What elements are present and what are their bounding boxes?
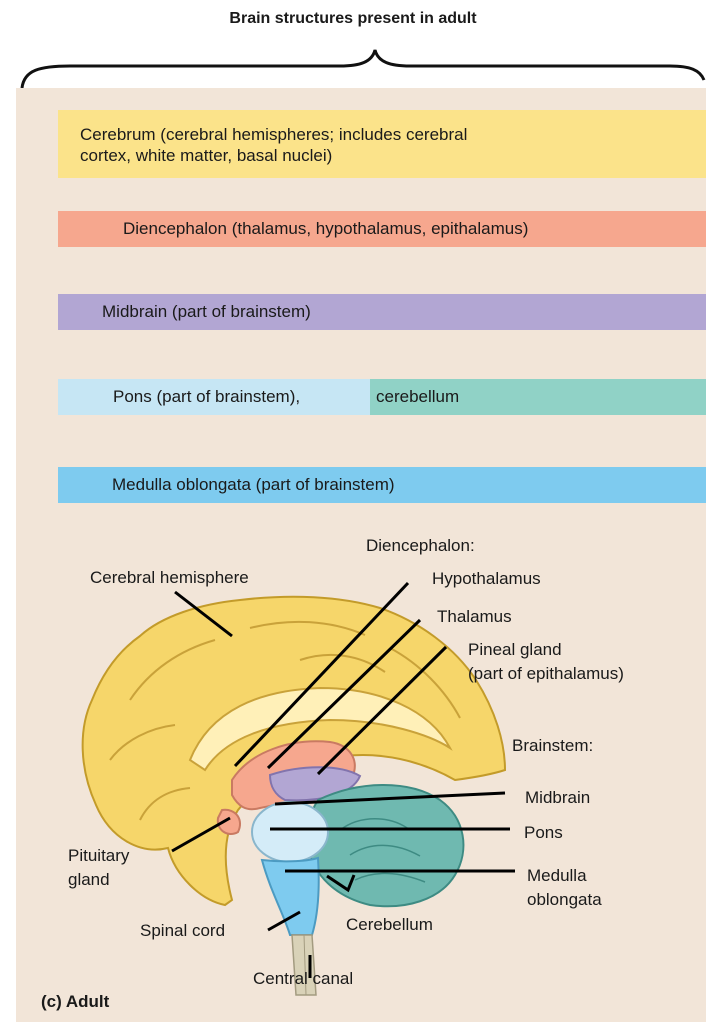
label-thalamus: Thalamus [437, 606, 512, 627]
label-pineal-line1: Pineal gland [468, 639, 562, 660]
pons-shape [252, 802, 328, 862]
label-central-canal: Central canal [253, 968, 353, 989]
label-pons: Pons [524, 822, 563, 843]
label-medulla-line1: Medulla [527, 865, 587, 886]
label-pineal-line2: (part of epithalamus) [468, 663, 624, 684]
label-brainstem-heading: Brainstem: [512, 735, 593, 756]
label-pituitary-line2: gland [68, 869, 110, 890]
label-hypothalamus: Hypothalamus [432, 568, 541, 589]
panel-caption: (c) Adult [41, 991, 109, 1012]
label-cerebral-hemisphere: Cerebral hemisphere [90, 567, 249, 588]
label-midbrain: Midbrain [525, 787, 590, 808]
label-diencephalon-heading: Diencephalon: [366, 535, 475, 556]
label-medulla-line2: oblongata [527, 889, 602, 910]
label-spinal-cord: Spinal cord [140, 920, 225, 941]
label-pituitary-line1: Pituitary [68, 845, 129, 866]
label-cerebellum: Cerebellum [346, 914, 433, 935]
